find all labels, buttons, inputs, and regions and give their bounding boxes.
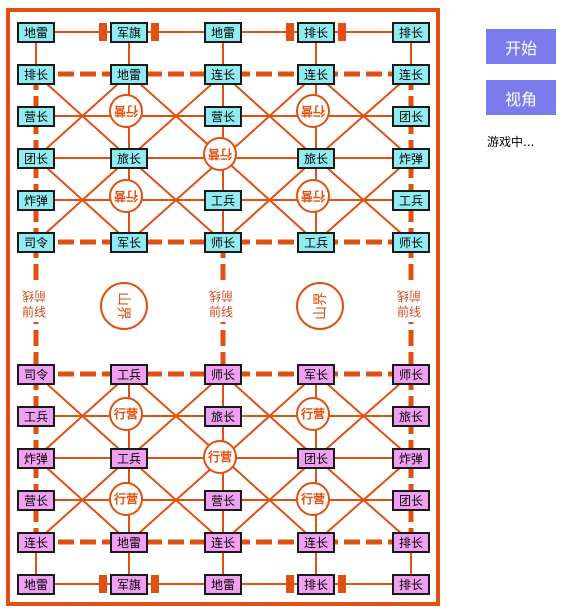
road-diagonal [222, 157, 317, 243]
top-piece[interactable]: 工兵 [297, 232, 335, 253]
road-diagonal [222, 373, 317, 459]
road-diagonal [128, 157, 224, 243]
top-piece[interactable]: 连长 [204, 64, 242, 85]
top-piece[interactable]: 炸弹 [392, 148, 430, 169]
headquarters-marker [338, 23, 346, 41]
bottom-piece[interactable]: 营长 [204, 490, 242, 511]
bottom-piece[interactable]: 工兵 [17, 406, 55, 427]
bottom-piece[interactable]: 司令 [17, 364, 55, 385]
top-piece[interactable]: 排长 [297, 22, 335, 43]
road-diagonal [315, 157, 412, 243]
top-piece[interactable]: 地雷 [204, 22, 242, 43]
camp-bottom-2[interactable]: 行营 [296, 397, 330, 431]
bottom-piece[interactable]: 地雷 [110, 532, 148, 553]
bottom-piece[interactable]: 炸弹 [17, 448, 55, 469]
camp-top-3[interactable]: 行营 [203, 137, 237, 171]
start-button[interactable]: 开始 [486, 29, 556, 64]
bottom-piece[interactable]: 团长 [297, 448, 335, 469]
camp-bottom-1[interactable]: 行营 [109, 397, 143, 431]
road-diagonal [315, 457, 412, 543]
road-diagonal [35, 457, 130, 543]
top-piece[interactable]: 排长 [392, 22, 430, 43]
bottom-piece[interactable]: 地雷 [17, 574, 55, 595]
road-diagonal [35, 73, 130, 159]
bottom-piece[interactable]: 连长 [17, 532, 55, 553]
camp-bottom-5[interactable]: 行营 [296, 482, 330, 516]
top-piece[interactable]: 旅长 [110, 148, 148, 169]
bottom-piece[interactable]: 排长 [297, 574, 335, 595]
headquarters-marker [99, 23, 107, 41]
bottom-piece[interactable]: 工兵 [110, 364, 148, 385]
mountain-seal-right: 山界 [296, 282, 344, 330]
bottom-piece[interactable]: 旅长 [204, 406, 242, 427]
bottom-piece[interactable]: 炸弹 [392, 448, 430, 469]
road-diagonal [222, 457, 317, 543]
top-piece[interactable]: 连长 [297, 64, 335, 85]
road-diagonal [128, 73, 224, 159]
bottom-piece[interactable]: 排长 [392, 574, 430, 595]
headquarters-marker [286, 575, 294, 593]
top-piece[interactable]: 排长 [17, 64, 55, 85]
road-diagonal [128, 373, 224, 459]
top-piece[interactable]: 团长 [392, 106, 430, 127]
top-piece[interactable]: 师长 [204, 232, 242, 253]
bottom-piece[interactable]: 排长 [392, 532, 430, 553]
bottom-piece[interactable]: 师长 [204, 364, 242, 385]
road-diagonal [315, 373, 412, 459]
top-piece[interactable]: 师长 [392, 232, 430, 253]
bottom-piece[interactable]: 连长 [297, 532, 335, 553]
front-line-right: 前线 前线 [392, 286, 426, 322]
camp-top-1[interactable]: 行营 [109, 94, 143, 128]
top-piece[interactable]: 军旗 [110, 22, 148, 43]
top-piece[interactable]: 工兵 [204, 190, 242, 211]
bottom-piece[interactable]: 旅长 [392, 406, 430, 427]
camp-top-4[interactable]: 行营 [109, 179, 143, 213]
top-piece[interactable]: 军长 [110, 232, 148, 253]
front-line-center: 前线 前线 [204, 286, 238, 322]
road-diagonal [35, 157, 130, 243]
camp-bottom-4[interactable]: 行营 [109, 482, 143, 516]
bottom-piece[interactable]: 地雷 [204, 574, 242, 595]
top-piece[interactable]: 工兵 [392, 190, 430, 211]
road-diagonal [315, 73, 412, 159]
bottom-piece[interactable]: 军长 [297, 364, 335, 385]
road-diagonal [35, 373, 130, 459]
camp-top-5[interactable]: 行营 [296, 179, 330, 213]
camp-top-2[interactable]: 行营 [296, 94, 330, 128]
mountain-seal-left: 山界 [100, 282, 148, 330]
camp-bottom-3[interactable]: 行营 [203, 440, 237, 474]
bottom-piece[interactable]: 师长 [392, 364, 430, 385]
road-diagonal [128, 457, 224, 543]
top-piece[interactable]: 团长 [17, 148, 55, 169]
front-line-left: 前线 前线 [17, 286, 51, 322]
top-piece[interactable]: 司令 [17, 232, 55, 253]
road-diagonal [222, 73, 317, 159]
top-piece[interactable]: 地雷 [110, 64, 148, 85]
bottom-piece[interactable]: 军旗 [110, 574, 148, 595]
headquarters-marker [151, 23, 159, 41]
bottom-piece[interactable]: 连长 [204, 532, 242, 553]
game-status: 游戏中... [487, 135, 535, 149]
headquarters-marker [151, 575, 159, 593]
bottom-piece[interactable]: 营长 [17, 490, 55, 511]
view-button[interactable]: 视角 [486, 80, 556, 115]
top-piece[interactable]: 营长 [17, 106, 55, 127]
top-piece[interactable]: 连长 [392, 64, 430, 85]
top-piece[interactable]: 旅长 [297, 148, 335, 169]
bottom-piece[interactable]: 工兵 [110, 448, 148, 469]
top-piece[interactable]: 营长 [204, 106, 242, 127]
top-piece[interactable]: 炸弹 [17, 190, 55, 211]
headquarters-marker [338, 575, 346, 593]
top-piece[interactable]: 地雷 [17, 22, 55, 43]
headquarters-marker [99, 575, 107, 593]
headquarters-marker [286, 23, 294, 41]
bottom-piece[interactable]: 团长 [392, 490, 430, 511]
